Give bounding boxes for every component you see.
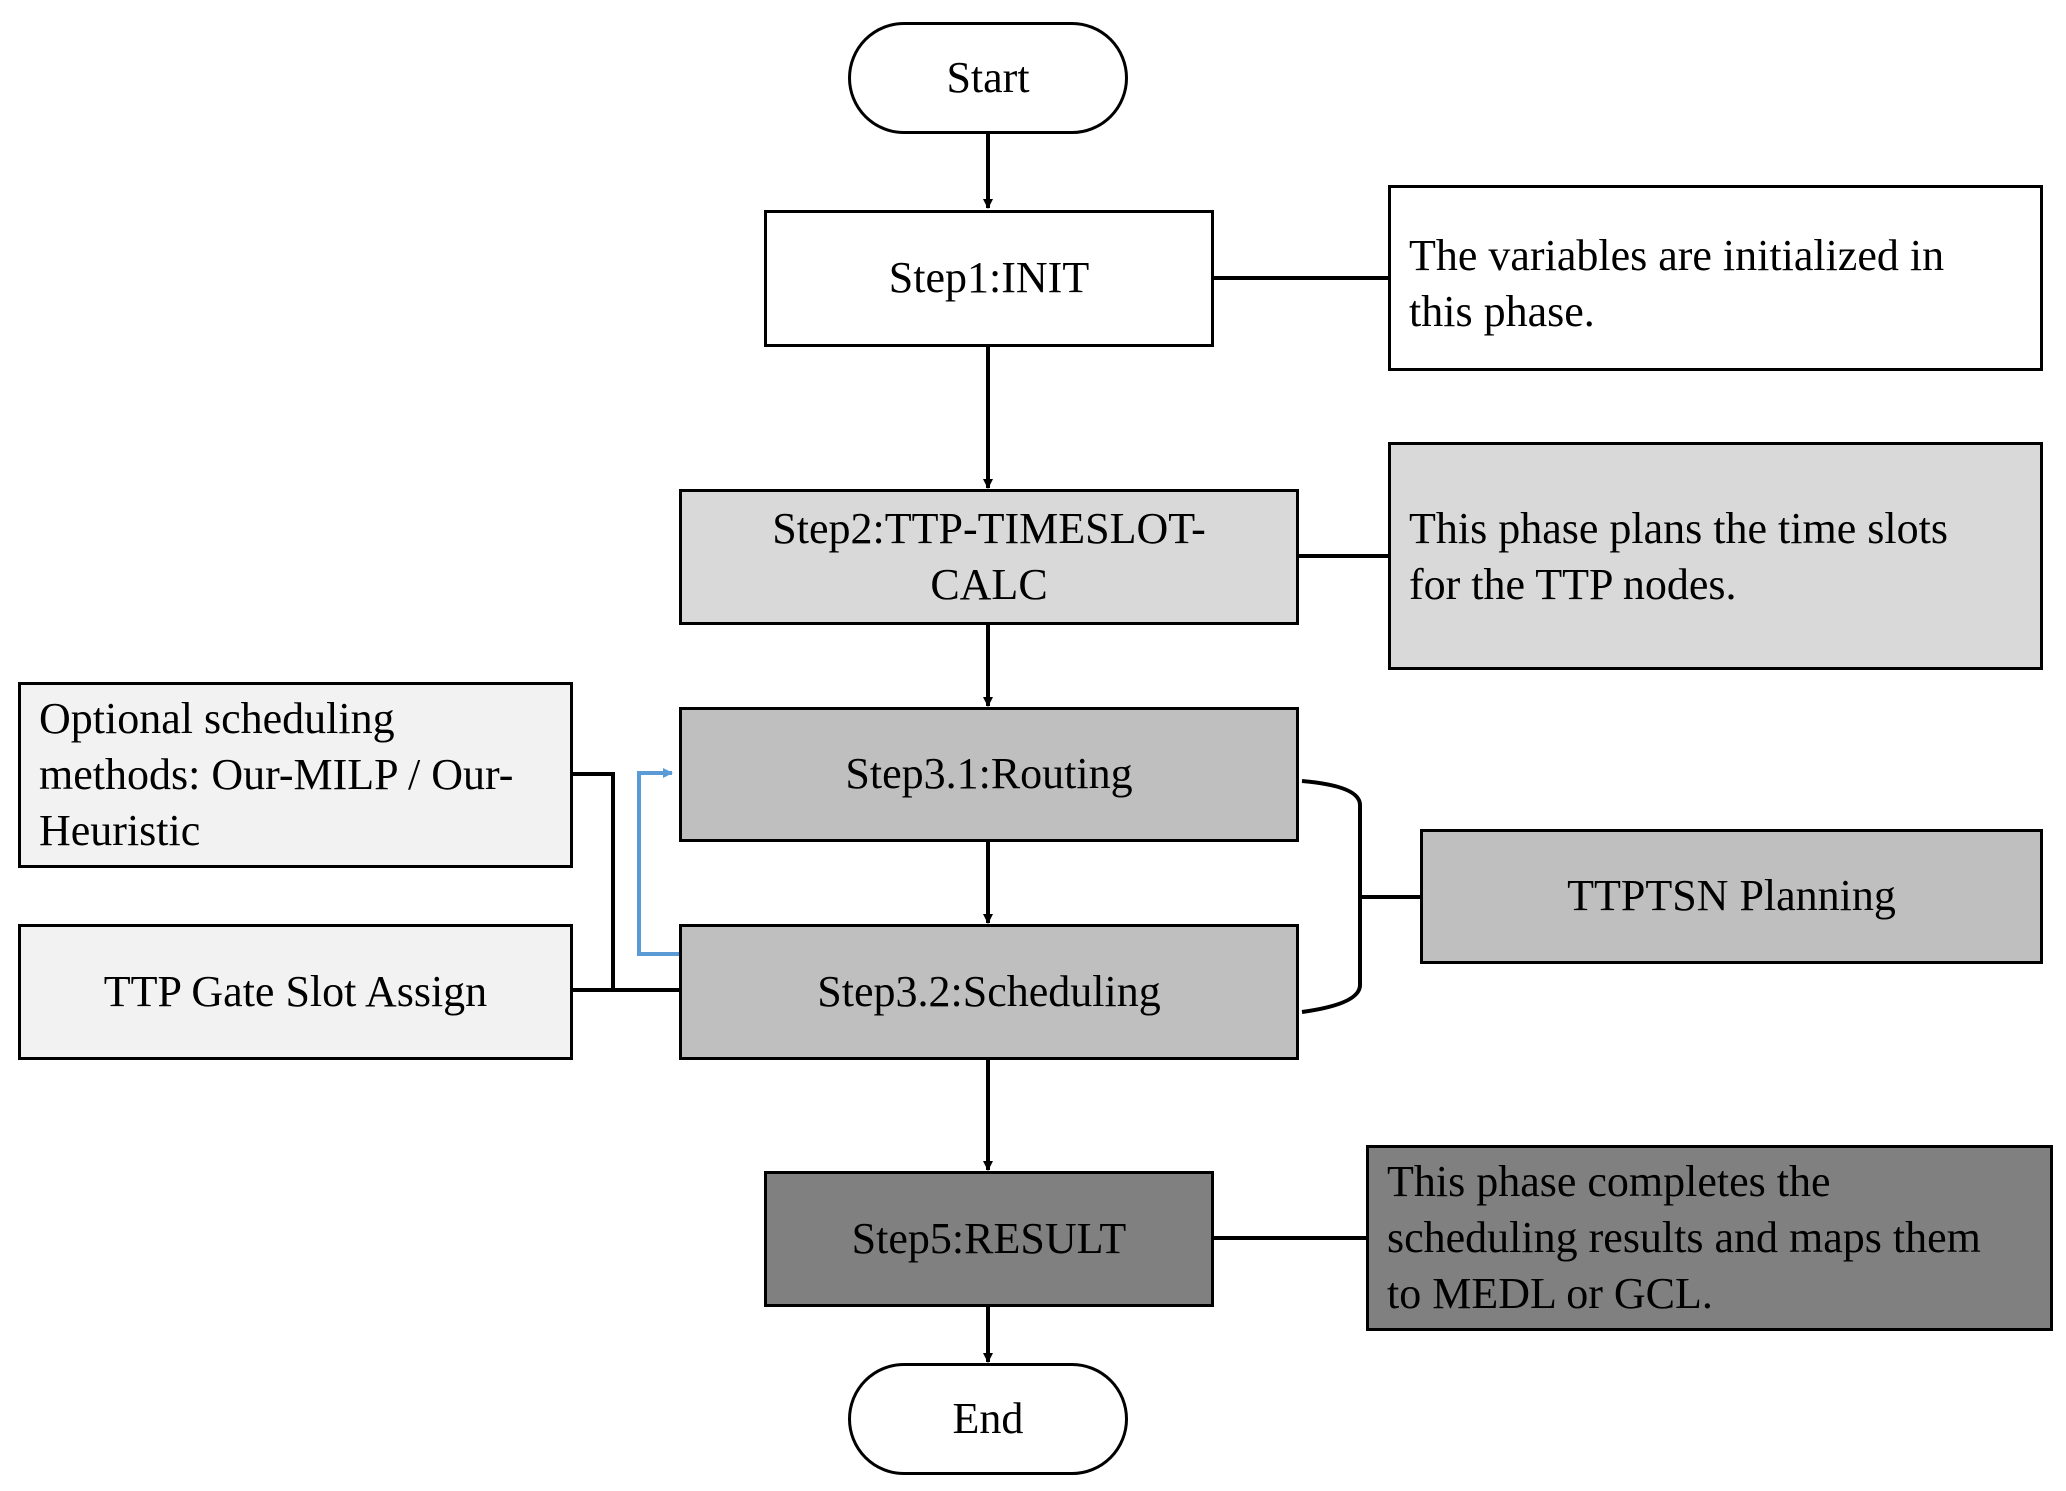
gate-note: TTP Gate Slot Assign: [18, 924, 573, 1060]
init-note: The variables are initialized in this ph…: [1388, 185, 2043, 371]
brace-step3: [1301, 779, 1362, 1014]
timeslot-note-text: This phase plans the time slots for the …: [1409, 504, 1948, 610]
result-note: This phase completes the scheduling resu…: [1366, 1145, 2053, 1331]
step1-label: Step1:INIT: [888, 253, 1090, 303]
planning-note-text: TTPTSN Planning: [1567, 871, 1896, 921]
init-note-text: The variables are initialized in this ph…: [1409, 231, 1945, 337]
methods-note-text: Optional scheduling methods: Our-MILP / …: [39, 693, 514, 856]
start-terminal: Start: [848, 22, 1128, 134]
methods-note: Optional scheduling methods: Our-MILP / …: [18, 682, 573, 868]
step5-box: Step5:RESULT: [764, 1171, 1214, 1307]
feedback-arrow: [637, 768, 680, 956]
step2-box: Step2:TTP-TIMESLOT- CALC: [679, 489, 1299, 625]
step31-box: Step3.1:Routing: [679, 707, 1299, 842]
connector-methods: [571, 772, 615, 990]
result-note-text: This phase completes the scheduling resu…: [1387, 1156, 1981, 1319]
step1-box: Step1:INIT: [764, 210, 1214, 347]
step32-label: Step3.2:Scheduling: [817, 966, 1161, 1016]
timeslot-note: This phase plans the time slots for the …: [1388, 442, 2043, 670]
planning-note: TTPTSN Planning: [1420, 829, 2043, 964]
step32-box: Step3.2:Scheduling: [679, 924, 1299, 1060]
step2-label: Step2:TTP-TIMESLOT- CALC: [772, 503, 1206, 609]
end-label: End: [952, 1393, 1024, 1443]
step5-label: Step5:RESULT: [851, 1213, 1127, 1263]
step31-label: Step3.1:Routing: [845, 749, 1133, 799]
start-label: Start: [946, 52, 1030, 102]
gate-note-text: TTP Gate Slot Assign: [103, 966, 488, 1016]
end-terminal: End: [848, 1363, 1128, 1475]
